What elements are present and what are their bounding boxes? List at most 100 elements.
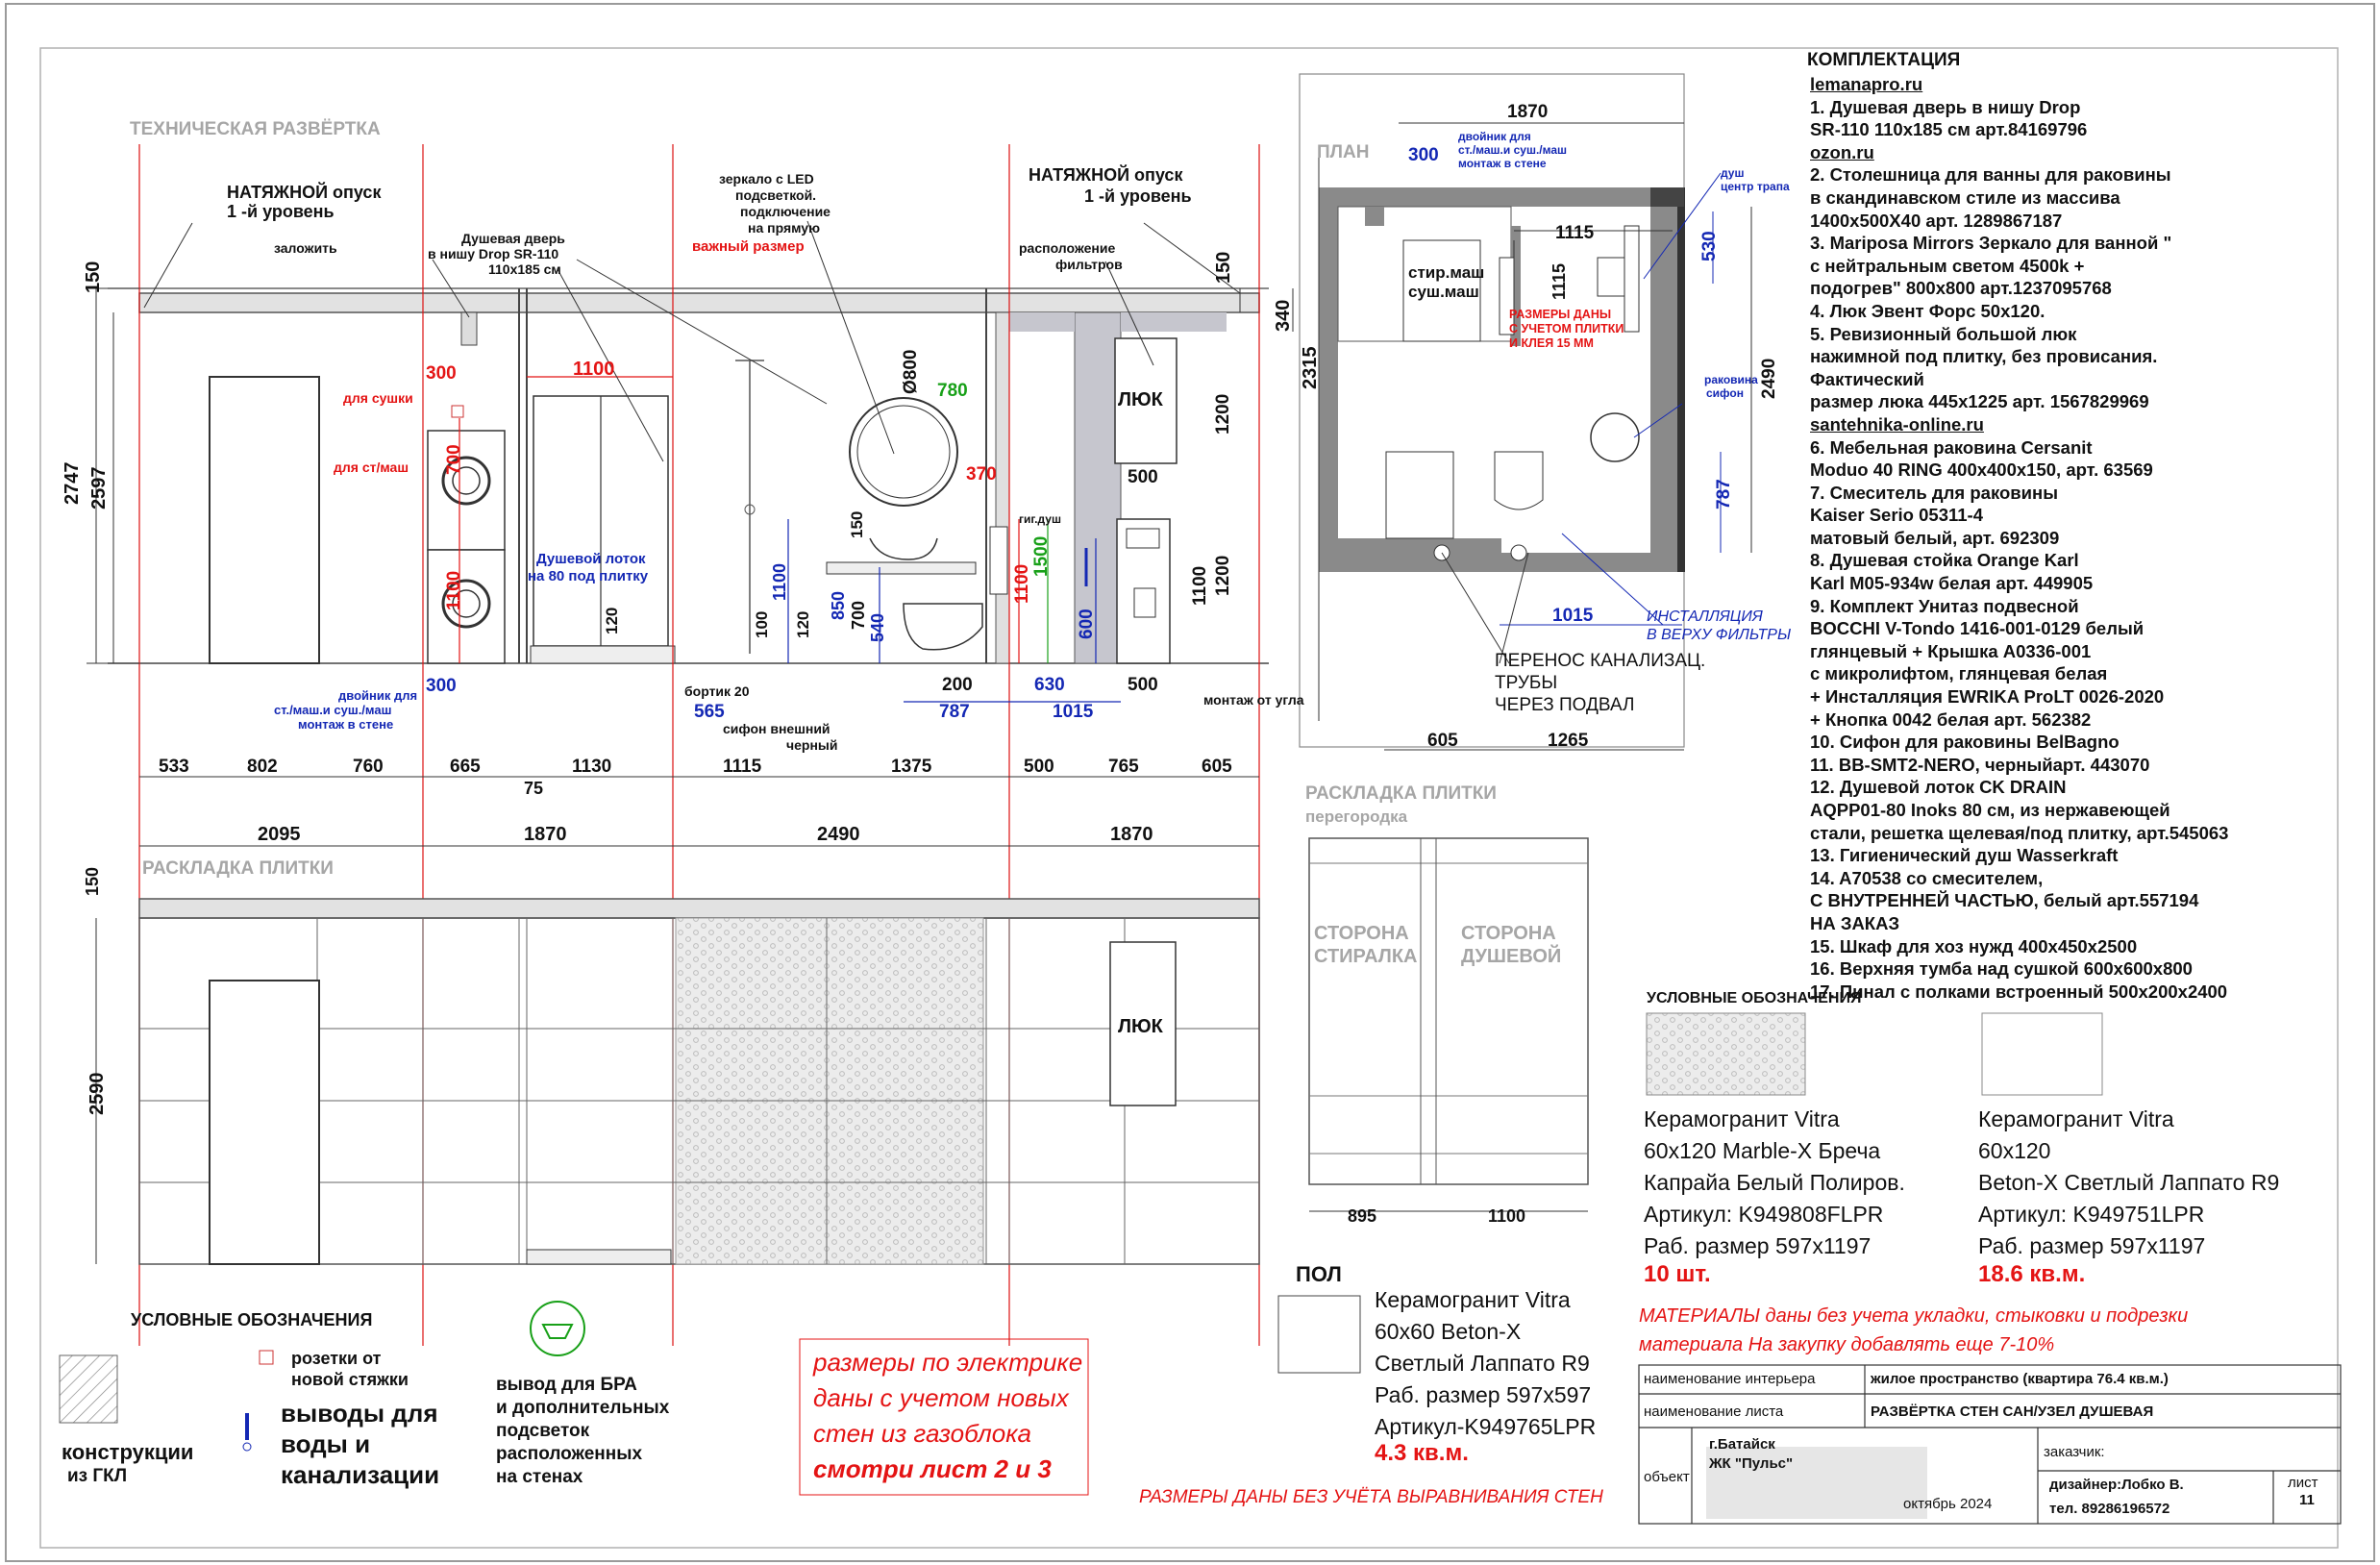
plan-view: [1299, 73, 1752, 751]
spec-line[interactable]: ozon.ru: [1810, 141, 1874, 162]
dim-565: 565: [694, 702, 725, 722]
dim-row1-4: 1130: [572, 757, 612, 777]
spec-line: Фактический: [1810, 368, 1924, 389]
bottom-note: РАЗМЕРЫ ДАНЫ БЕЗ УЧЁТА ВЫРАВНИВАНИЯ СТЕН: [1139, 1487, 1603, 1507]
water-label: выводы для: [281, 1399, 438, 1428]
bra-label: вывод для БРА: [496, 1375, 637, 1395]
dim-300a: 300: [426, 363, 457, 384]
inner-frame: [39, 47, 2339, 1549]
plan-dim-1115v: 1115: [1549, 262, 1569, 300]
spec-line: + Кнопка 0042 белая арт. 562382: [1810, 708, 2092, 730]
mirror-note-3: подключение: [740, 204, 831, 219]
dim-2597: 2597: [88, 466, 110, 510]
tile2-line-5: Раб. размер 597x1197: [1978, 1233, 2206, 1258]
tile2-qty: 18.6 кв.м.: [1978, 1261, 2086, 1287]
materials-note-2: материала На закупку добавлять еще 7-10%: [1639, 1334, 2055, 1355]
spec-line: 2. Столешница для ванны для раковины: [1810, 164, 2171, 186]
tile1-line-1: Керамогранит Vitra: [1644, 1106, 1840, 1131]
dim-370: 370: [966, 464, 997, 484]
title-block-grid: [1638, 1364, 2342, 1525]
tb-interior-label: наименование интерьера: [1644, 1371, 1816, 1387]
tile2-line-2: 60x120: [1978, 1138, 2051, 1163]
tile1-line-2: 60x120 Marble-X Бреча: [1644, 1138, 1881, 1163]
plan-dim-1115: 1115: [1555, 223, 1595, 243]
tb-designer: дизайнер:Лобко В.: [2049, 1477, 2184, 1493]
bra-label-5: на стенах: [496, 1467, 583, 1487]
spec-line: + Инсталляция EWRIKA ProLT 0026-2020: [1810, 686, 2165, 708]
tile1-line-5: Раб. размер 597x1197: [1644, 1233, 1872, 1258]
plan-sizes-note-3: И КЛЕЯ 15 ММ: [1509, 336, 1594, 350]
spec-line: стали, решетка щелевая/под плитку, арт.5…: [1810, 822, 2229, 843]
ceiling-note-right: НАТЯЖНОЙ опуск: [1029, 165, 1183, 185]
legend-right-title: УСЛОВНЫЕ ОБОЗНАЧЕНИЯ: [1647, 990, 1862, 1006]
materials-note: МАТЕРИАЛЫ даны без учета укладки, стыков…: [1639, 1305, 2189, 1327]
partition-subtitle: перегородка: [1305, 807, 1408, 826]
dim-150: 150: [848, 510, 866, 538]
wall-toilet: [903, 603, 983, 651]
plan-shower-note: душ: [1721, 166, 1745, 180]
washer: [427, 549, 506, 664]
spec-line: 5. Ревизионный большой люк: [1810, 323, 2077, 344]
elec-note-1: размеры по электрике: [813, 1348, 1083, 1377]
dim-500a: 500: [1128, 467, 1158, 487]
dryer: [427, 430, 506, 551]
mirror-note: зеркало с LED: [719, 171, 814, 186]
spec-line: SR-110 110х185 см арт.84169796: [1810, 119, 2088, 140]
tb-sheet-no-label: лист: [2288, 1475, 2318, 1491]
water-label-2: воды и: [281, 1429, 371, 1458]
hatch-label: ЛЮК: [1118, 389, 1163, 410]
partition-view: [1308, 837, 1589, 1212]
access-hatch-tile: [1109, 941, 1177, 1106]
elec-note-4: смотри лист 2 и 3: [813, 1454, 1052, 1483]
gkl-label: конструкции: [62, 1440, 194, 1464]
sockets-label-2: новой стяжки: [291, 1370, 409, 1389]
dim-540: 540: [868, 612, 887, 642]
gkl-label-2: из ГКЛ: [67, 1466, 128, 1486]
dim-780: 780: [937, 381, 968, 401]
countertop: [826, 561, 977, 575]
spec-list: lemanapro.ru 1. Душевая дверь в нишу Dro…: [1810, 73, 2368, 1003]
legend-gkl-swatch: [59, 1354, 118, 1424]
filters-note-2: фильтров: [1055, 257, 1123, 272]
important-size-note: важный размер: [692, 238, 805, 255]
tile2-line-1: Керамогранит Vitra: [1978, 1106, 2174, 1131]
spec-line: глянцевый + Крышка A0336-001: [1810, 640, 2092, 661]
dim-75: 75: [524, 779, 544, 798]
plan-dim-1870: 1870: [1507, 102, 1549, 122]
elevation-view: [87, 144, 1294, 1346]
tb-phone: тел. 89286196572: [2049, 1501, 2170, 1517]
dim-120b: 120: [794, 610, 812, 638]
bra-label-2: и дополнительных: [496, 1398, 670, 1418]
elec-note-3: стен из газоблока: [813, 1419, 1032, 1448]
dim-1100-vert: 1100: [444, 570, 464, 610]
bra-label-3: подсветок: [496, 1421, 590, 1441]
dim-1100d: 1100: [1012, 563, 1032, 604]
spec-line: 3. Mariposa Mirrors Зеркало для ванной ": [1810, 233, 2172, 254]
plan-sizes-note-2: С УЧЕТОМ ПЛИТКИ: [1509, 322, 1624, 335]
spec-line: 9. Комплект Унитаз подвесной: [1810, 595, 2079, 616]
water-label-3: канализации: [281, 1460, 440, 1489]
partition-side-left-2: СТИРАЛКА: [1314, 946, 1418, 967]
tb-client-label: заказчик:: [2044, 1444, 2105, 1460]
dim-300b: 300: [426, 676, 457, 696]
dim-row1-3: 665: [450, 757, 481, 777]
spec-line: 16. Верхняя тумба над сушкой 600х600х800: [1810, 958, 2193, 980]
tray-note-2: на 80 под плитку: [528, 568, 649, 584]
floor-line-3: Светлый Лаппато R9: [1375, 1351, 1590, 1376]
plan-dim-787: 787: [1714, 479, 1734, 509]
bra-label-4: расположенных: [496, 1444, 643, 1464]
spec-line[interactable]: santehnika-online.ru: [1810, 413, 1984, 435]
ceiling-note-left: НАТЯЖНОЙ опуск: [227, 183, 382, 202]
dim-row1-7: 500: [1024, 757, 1054, 777]
spec-line: 4. Люк Эвент Форс 50х120.: [1810, 300, 2045, 321]
dim-150b: 150: [1213, 251, 1234, 284]
plan-dim-1015: 1015: [1552, 606, 1594, 626]
access-hatch: [1114, 337, 1178, 464]
dim-700: 700: [444, 444, 464, 475]
spec-line[interactable]: lemanapro.ru: [1810, 74, 1923, 94]
spec-line: 17. Пинал с полками встроенный 500х200х2…: [1810, 981, 2228, 1002]
plan-dim-530: 530: [1699, 231, 1720, 261]
door-note-3: 110x185 см: [488, 261, 561, 277]
partition-side-right: СТОРОНА: [1461, 923, 1556, 944]
elec-note-2: даны с учетом новых: [813, 1383, 1069, 1412]
